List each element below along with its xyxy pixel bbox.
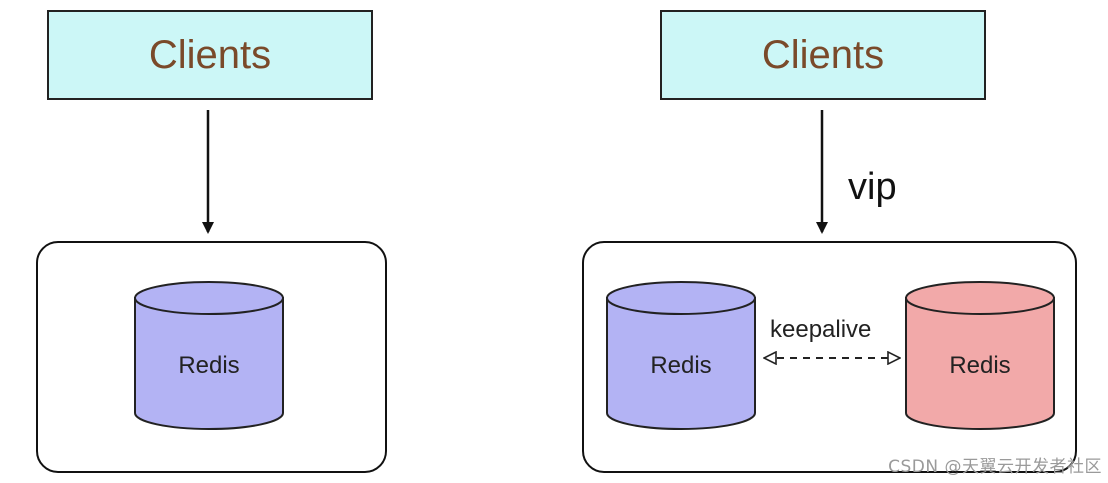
right-redis-cylinder-a (606, 281, 756, 430)
watermark: CSDN @天翼云开发者社区 (888, 457, 1102, 477)
right-clients-label: Clients (761, 32, 885, 77)
right-redis-a-cylinder-top (606, 281, 756, 315)
right-redis-b-cylinder-top (905, 281, 1055, 315)
right-redis-a-cylinder-body (606, 297, 756, 430)
left-clients-label: Clients (148, 32, 272, 77)
right-redis-b-label: Redis (949, 352, 1011, 379)
left-redis-cylinder (134, 281, 284, 430)
keepalive-label: keepalive (770, 316, 872, 343)
right-redis-b-cylinder-body (905, 297, 1055, 430)
left-redis-label: Redis (178, 352, 240, 379)
vip-label: vip (848, 166, 897, 208)
left-clients-box: Clients (47, 10, 373, 100)
right-redis-a-label: Redis (650, 352, 712, 379)
left-redis-cylinder-body (134, 297, 284, 430)
left-redis-cylinder-top (134, 281, 284, 315)
right-clients-box: Clients (660, 10, 986, 100)
right-redis-cylinder-b (905, 281, 1055, 430)
